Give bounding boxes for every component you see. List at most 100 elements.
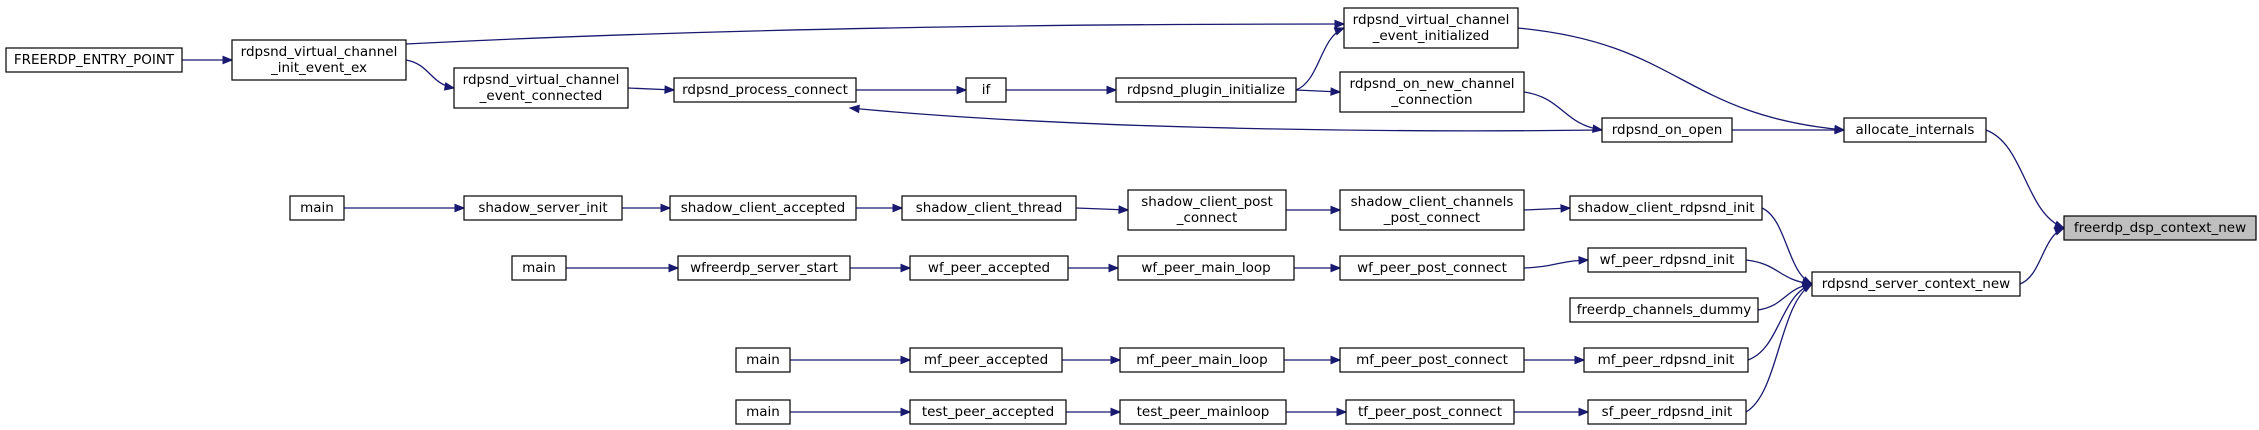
node-freerdp-channels-dummy[interactable]: freerdp_channels_dummy (1569, 297, 1759, 323)
node-test-peer-accepted[interactable]: test_peer_accepted (909, 399, 1067, 425)
edge-wf-peer-post-connect-to-wf-peer-rdpsnd-init (1523, 256, 1590, 269)
node-box (735, 399, 791, 425)
node-main[interactable]: main (289, 195, 345, 221)
node-rdpsnd-plugin-initialize[interactable]: rdpsnd_plugin_initialize (1115, 77, 1297, 103)
node-main[interactable]: main (735, 347, 791, 373)
edge-arrowhead (1801, 283, 1814, 293)
node-label: freerdp_channels_dummy (1577, 302, 1751, 318)
node-label: _event_connected (479, 88, 603, 104)
node-label: _event_initialized (1372, 28, 1490, 44)
node-box (1343, 7, 1519, 49)
edge-line (405, 23, 1345, 45)
node-wf-peer-post-connect[interactable]: wf_peer_post_connect (1339, 255, 1525, 281)
node-label: rdpsnd_process_connect (682, 82, 848, 98)
node-shadow-client-accepted[interactable]: shadow_client_accepted (669, 195, 857, 221)
node-label: wfreerdp_server_start (690, 260, 838, 276)
node-wf-peer-accepted[interactable]: wf_peer_accepted (909, 255, 1069, 281)
node-box (2063, 215, 2257, 241)
node-box (1339, 189, 1525, 231)
edges-layer (182, 19, 2066, 417)
node-label: FREERDP_ENTRY_POINT (14, 52, 175, 68)
node-mf-peer-rdpsnd-init[interactable]: mf_peer_rdpsnd_init (1583, 347, 1749, 373)
node-label: shadow_client_channels (1351, 194, 1514, 210)
node-rdpsnd-on-new-channel-connection[interactable]: rdpsnd_on_new_channel_connection (1339, 71, 1525, 113)
node-tf-peer-post-connect[interactable]: tf_peer_post_connect (1345, 399, 1515, 425)
edge-arrowhead (1560, 204, 1572, 213)
node-freerdp-entry-point[interactable]: FREERDP_ENTRY_POINT (5, 47, 183, 73)
edge-wfreerdp-server-start-to-wf-peer-accepted (850, 263, 912, 273)
edge-shadow-client-accepted-to-shadow-client-thread (856, 203, 904, 213)
edge-shadow-client-thread-to-shadow-client-post-connect (1075, 205, 1130, 214)
node-mf-peer-main-loop[interactable]: mf_peer_main_loop (1119, 347, 1285, 373)
node-box (231, 39, 407, 81)
edge-arrowhead (900, 407, 912, 417)
node-shadow-server-init[interactable]: shadow_server_init (463, 195, 623, 221)
node-box (1119, 399, 1287, 425)
node-rdpsnd-virtual-channel-event-connected[interactable]: rdpsnd_virtual_channel_event_connected (453, 67, 629, 109)
node-label: wf_peer_rdpsnd_init (1600, 252, 1735, 268)
node-label: rdpsnd_virtual_channel (241, 44, 398, 60)
edge-arrowhead (1110, 407, 1122, 417)
node-box (511, 255, 567, 281)
node-rdpsnd-virtual-channel-event-initialized[interactable]: rdpsnd_virtual_channel_event_initialized (1343, 7, 1519, 49)
node-shadow-client-channels-post-connect[interactable]: shadow_client_channels_post_connect (1339, 189, 1525, 231)
edge-line (1517, 27, 1845, 131)
node-rdpsnd-server-context-new[interactable]: rdpsnd_server_context_new (1811, 271, 2021, 297)
edge-tf-peer-post-connect-to-sf-peer-rdpsnd-init (1514, 407, 1590, 417)
node-shadow-client-thread[interactable]: shadow_client_thread (901, 195, 1077, 221)
edge-arrowhead (454, 203, 466, 213)
node-box (1339, 71, 1525, 113)
node-label: wf_peer_main_loop (1141, 260, 1270, 276)
node-rdpsnd-process-connect[interactable]: rdpsnd_process_connect (673, 77, 857, 103)
edge-line (849, 107, 1603, 132)
edge-arrowhead (2053, 220, 2066, 229)
node-box (289, 195, 345, 221)
edge-rdpsnd-server-context-new-to-freerdp-dsp-context-new (2019, 227, 2066, 285)
edge-allocate-internals-to-freerdp-dsp-context-new (1985, 129, 2066, 229)
node-mf-peer-post-connect[interactable]: mf_peer_post_connect (1339, 347, 1525, 373)
node-label: rdpsnd_virtual_channel (463, 72, 620, 88)
node-box (669, 195, 857, 221)
node-test-peer-mainloop[interactable]: test_peer_mainloop (1119, 399, 1287, 425)
node-label: _connection (1390, 92, 1472, 108)
node-main[interactable]: main (735, 399, 791, 425)
edge-arrowhead (1578, 256, 1590, 265)
node-shadow-client-post-connect[interactable]: shadow_client_post_connect (1127, 189, 1287, 231)
node-shadow-client-rdpsnd-init[interactable]: shadow_client_rdpsnd_init (1569, 195, 1763, 221)
edge-rdpsnd-virtual-channel-event-initialized-to-allocate-internals (1517, 27, 1846, 134)
node-label: _init_event_ex (270, 60, 367, 76)
edge-arrowhead (1574, 355, 1586, 365)
node-rdpsnd-virtual-channel-init-event-ex[interactable]: rdpsnd_virtual_channel_init_event_ex (231, 39, 407, 81)
node-label: rdpsnd_plugin_initialize (1127, 82, 1285, 98)
node-box (1601, 117, 1733, 143)
node-wfreerdp-server-start[interactable]: wfreerdp_server_start (677, 255, 851, 281)
edge-arrowhead (1330, 355, 1342, 365)
node-box (1843, 117, 1987, 143)
node-rdpsnd-on-open[interactable]: rdpsnd_on_open (1601, 117, 1733, 143)
node-label: _post_connect (1383, 210, 1480, 226)
node-label: wf_peer_post_connect (1357, 260, 1507, 276)
node-label: if (982, 82, 992, 98)
edge-wf-peer-accepted-to-wf-peer-main-loop (1068, 263, 1120, 273)
edge-if-to-rdpsnd-plugin-initialize (1006, 85, 1118, 95)
edge-arrowhead (848, 104, 860, 114)
node-mf-peer-accepted[interactable]: mf_peer_accepted (909, 347, 1063, 373)
edge-line (1745, 259, 1813, 285)
node-box (909, 399, 1067, 425)
edge-wf-peer-rdpsnd-init-to-rdpsnd-server-context-new (1745, 259, 1814, 288)
edge-line (1747, 283, 1813, 361)
node-label: _connect (1176, 210, 1238, 226)
node-sf-peer-rdpsnd-init[interactable]: sf_peer_rdpsnd_init (1587, 399, 1747, 425)
node-main[interactable]: main (511, 255, 567, 281)
edge-line (1523, 259, 1589, 269)
node-box (735, 347, 791, 373)
node-wf-peer-rdpsnd-init[interactable]: wf_peer_rdpsnd_init (1587, 247, 1747, 273)
node-if[interactable]: if (965, 77, 1007, 103)
node-wf-peer-main-loop[interactable]: wf_peer_main_loop (1117, 255, 1295, 281)
edge-rdpsnd-virtual-channel-event-connected-to-rdpsnd-process-connect (627, 85, 676, 94)
edge-arrowhead (443, 82, 456, 91)
node-freerdp-dsp-context-new[interactable]: freerdp_dsp_context_new (2063, 215, 2257, 241)
node-allocate-internals[interactable]: allocate_internals (1843, 117, 1987, 143)
edge-arrowhead (1108, 263, 1120, 273)
